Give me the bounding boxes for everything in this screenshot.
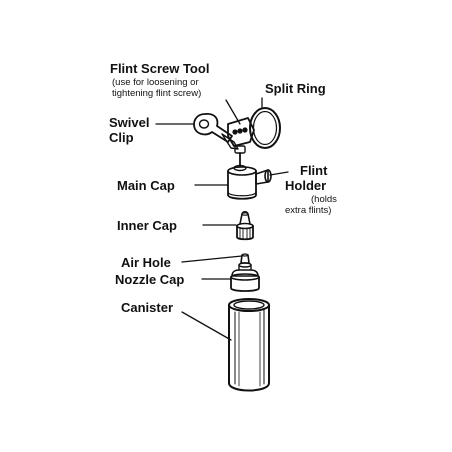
label-split-ring: Split Ring (265, 81, 326, 96)
leader-flint-holder (269, 171, 289, 176)
label-main-cap: Main Cap (117, 178, 175, 193)
label-swivel-clip-line-2: Clip (109, 130, 134, 145)
flint-holder (255, 169, 272, 185)
label-flint-holder-line-2: Holder (285, 178, 327, 193)
label-canister: Canister (121, 300, 174, 315)
leader-air-hole (181, 255, 243, 263)
label-nozzle-cap: Nozzle Cap (115, 272, 185, 287)
label-inner-cap: Inner Cap (117, 218, 177, 233)
leader-lines (155, 97, 289, 341)
label-flint-screw-tool-note-line-1: (use for loosening or (112, 77, 199, 88)
canister (228, 298, 270, 392)
split-ring (249, 107, 281, 149)
label-swivel-clip-line-1: Swivel (109, 115, 150, 130)
leader-canister (181, 311, 232, 341)
label-flint-holder-line-1: Flint (300, 163, 328, 178)
inner-cap (236, 210, 254, 241)
label-air-hole: Air Hole (121, 255, 171, 270)
label-flint-screw-tool: Flint Screw Tool (110, 61, 210, 76)
label-flint-screw-tool-note-line-2: tightening flint screw) (112, 88, 202, 99)
label-flint-holder-note-line-1: (holds (311, 194, 337, 205)
nozzle-cap (230, 253, 260, 292)
main-cap (227, 166, 257, 200)
leader-flint-screw-tool (225, 99, 241, 125)
label-flint-holder-note-line-2: extra flints) (285, 205, 332, 216)
swivel-clip (193, 113, 239, 150)
